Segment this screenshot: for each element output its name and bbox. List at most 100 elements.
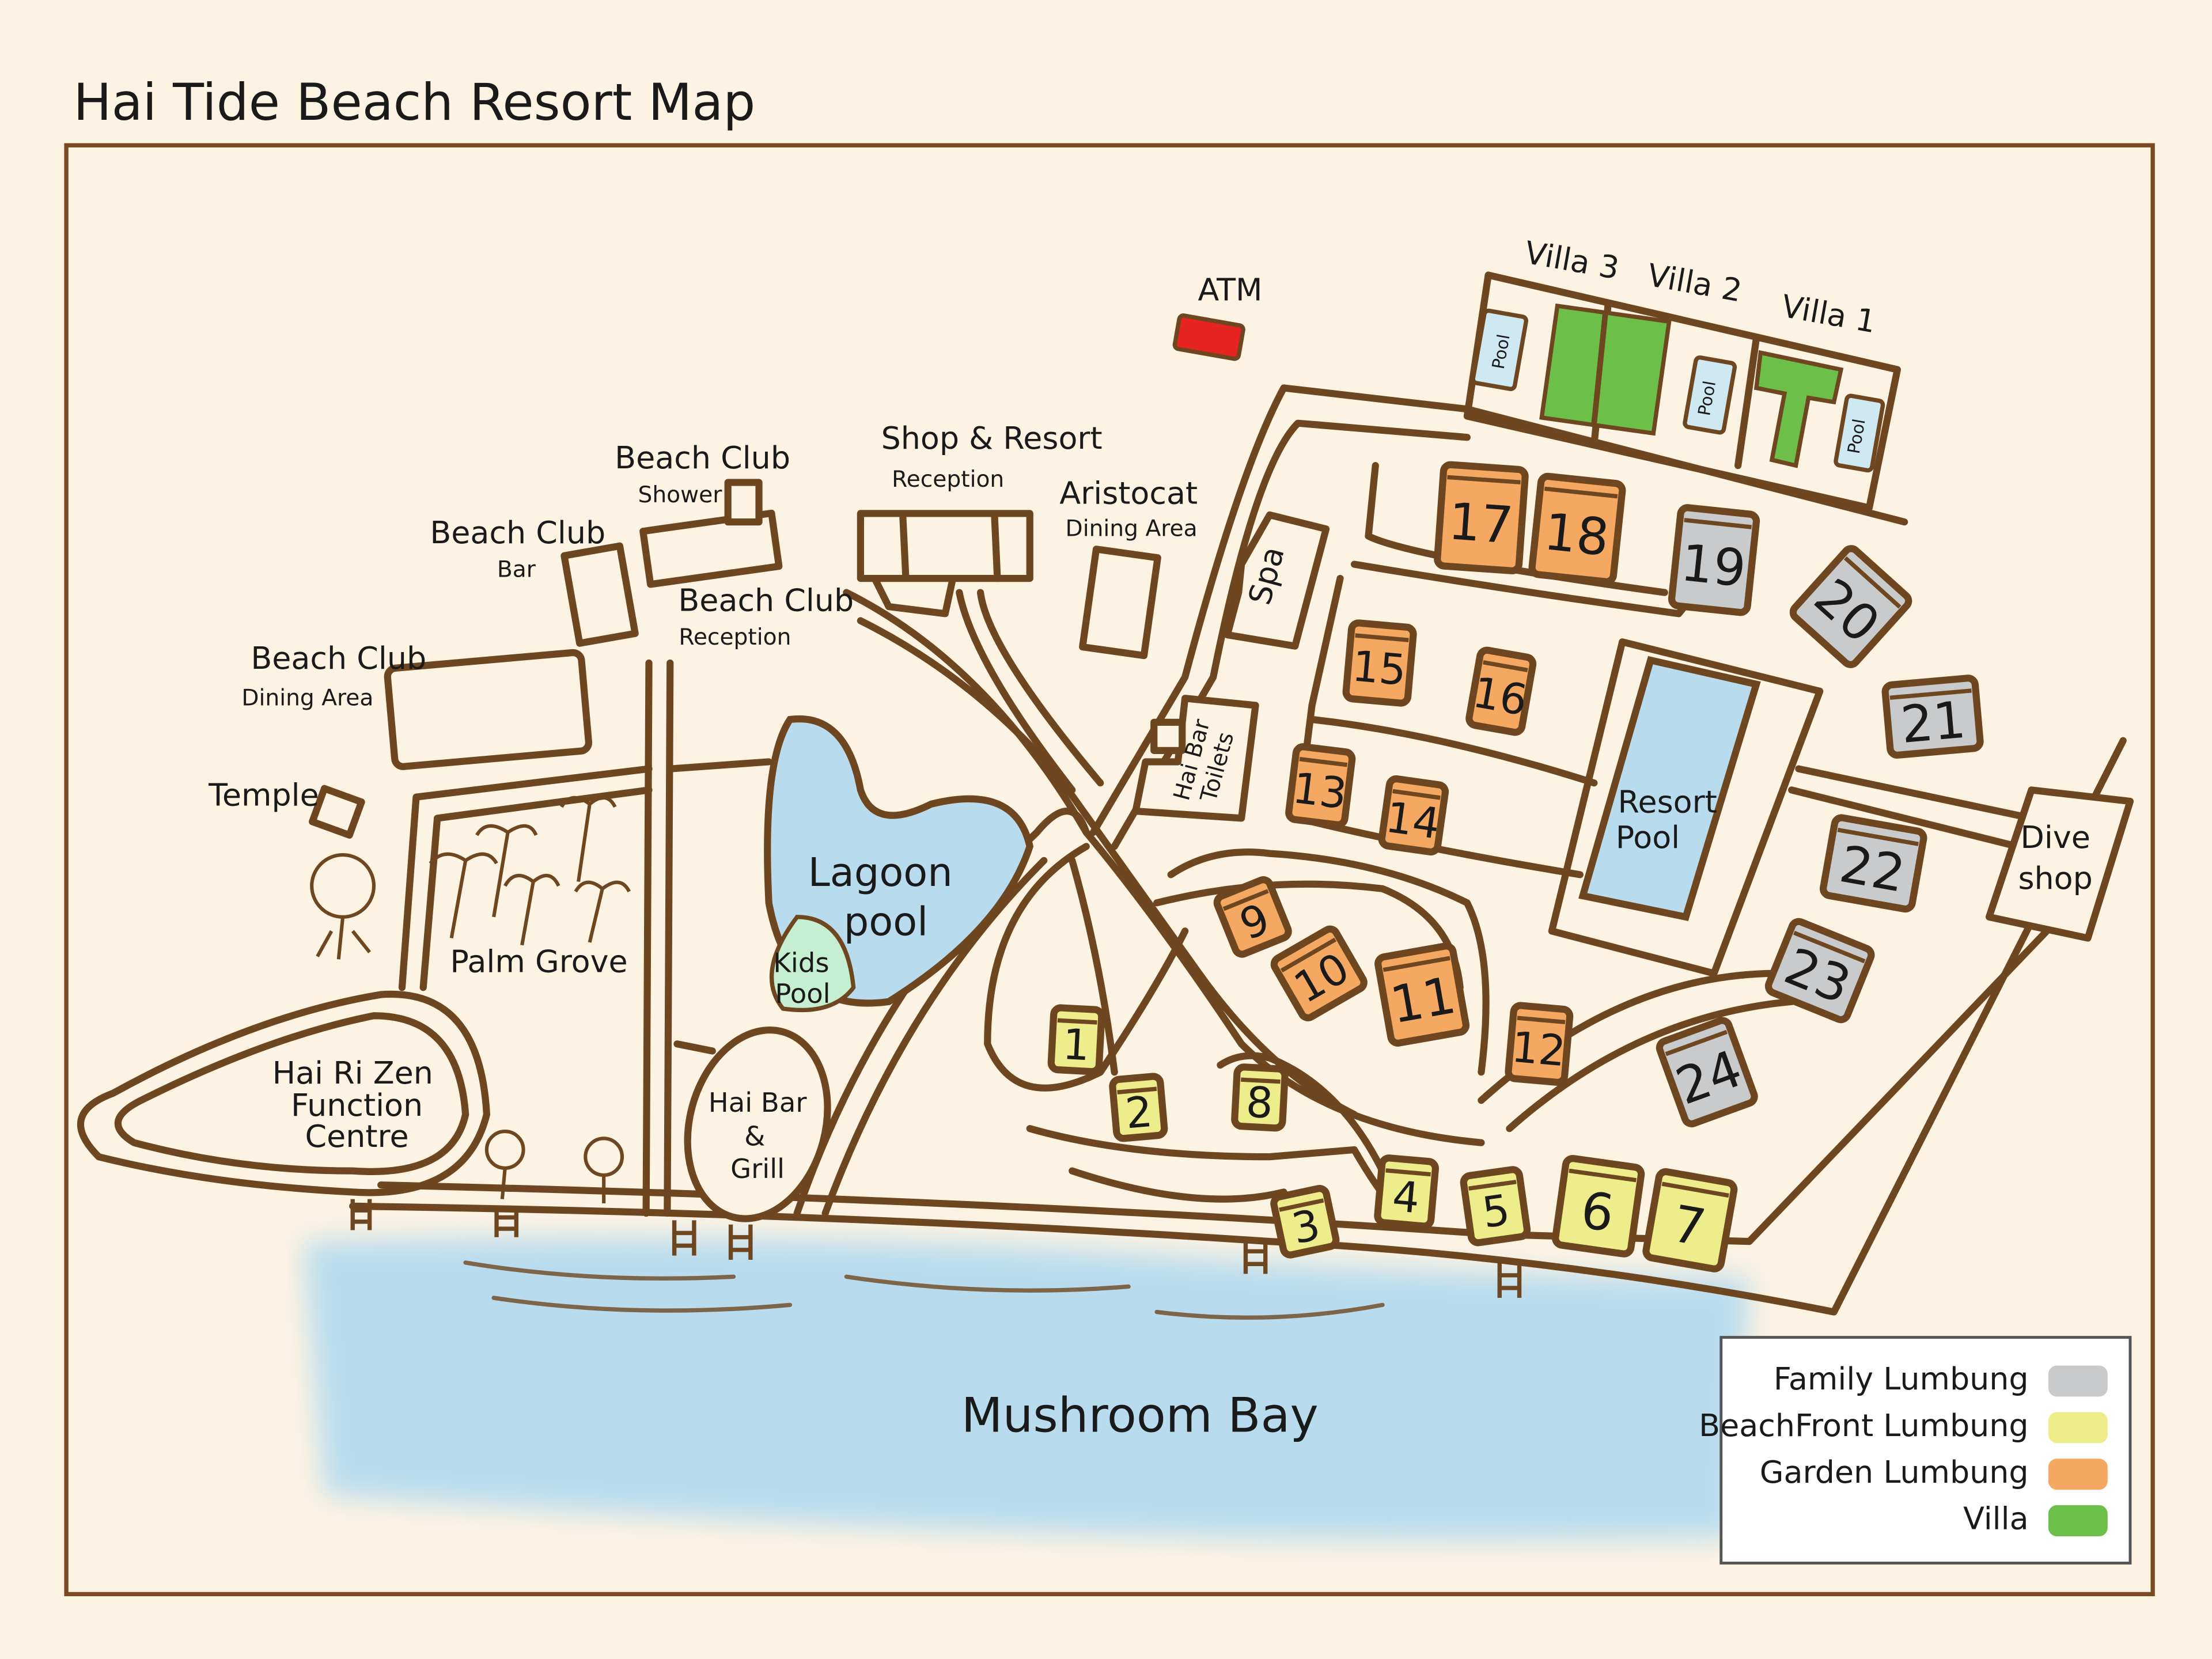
tree-icon bbox=[310, 853, 376, 960]
lumbung-13[interactable]: 13 bbox=[1285, 743, 1356, 828]
lumbung-shape bbox=[1505, 1002, 1574, 1086]
lumbung-number: 14 bbox=[1382, 793, 1442, 849]
lumbung-number: 4 bbox=[1391, 1172, 1422, 1224]
lumbung-17[interactable]: 17 bbox=[1434, 461, 1529, 574]
dive-shop[interactable] bbox=[1985, 786, 2134, 942]
dive-shop-path bbox=[1788, 765, 2035, 850]
lumbung-shape bbox=[1434, 461, 1529, 574]
lumbung-number: 1 bbox=[1061, 1020, 1090, 1070]
lumbung-roof-line bbox=[1843, 556, 1902, 609]
lumbung-roof-line bbox=[1569, 1168, 1637, 1183]
sea bbox=[303, 1237, 1749, 1541]
lumbung-20[interactable]: 20 bbox=[1789, 545, 1912, 668]
lumbung-3[interactable]: 3 bbox=[1270, 1184, 1340, 1259]
lumbung-shape bbox=[1642, 1168, 1738, 1272]
lumbung-21[interactable]: 21 bbox=[1881, 675, 1984, 759]
label-lagoon-2: pool bbox=[844, 899, 928, 945]
water-label-mushroom-bay: Mushroom Bay bbox=[961, 1388, 1319, 1444]
legend-swatch-villa bbox=[2048, 1505, 2108, 1536]
villa1-pool bbox=[1834, 393, 1885, 473]
lumbung-22[interactable]: 22 bbox=[1819, 814, 1927, 913]
villa-1[interactable] bbox=[1753, 350, 1844, 468]
tree-icons bbox=[310, 796, 631, 1203]
lumbung-6[interactable]: 6 bbox=[1552, 1154, 1645, 1257]
shop-resort-reception[interactable] bbox=[857, 510, 1033, 582]
lumbung-number: 2 bbox=[1123, 1088, 1154, 1139]
atm[interactable] bbox=[1172, 313, 1245, 361]
lumbung-roof-line bbox=[1392, 789, 1441, 800]
lumbung-number: 15 bbox=[1350, 642, 1408, 695]
lumbung-number: 22 bbox=[1835, 834, 1909, 904]
label-bc-bar-sub: Bar bbox=[497, 557, 536, 583]
lumbung-roof-line bbox=[1837, 828, 1919, 846]
lumbung-9[interactable]: 9 bbox=[1213, 876, 1292, 958]
beach-access-steps bbox=[350, 1199, 1522, 1298]
label-kids-2: Pool bbox=[775, 978, 830, 1009]
legend-swatch-family bbox=[2048, 1365, 2108, 1397]
legend-swatch-garden bbox=[2048, 1459, 2108, 1490]
lumbung-7[interactable]: 7 bbox=[1642, 1168, 1738, 1272]
label-aristocat-sub: Dining Area bbox=[1066, 516, 1198, 542]
label-resort-pool-1: Resort bbox=[1618, 784, 1717, 820]
lumbung-shape bbox=[1270, 1184, 1340, 1259]
lumbung-18[interactable]: 18 bbox=[1528, 472, 1626, 585]
wave-lines bbox=[463, 1260, 1385, 1320]
lumbung-roof-line bbox=[1117, 1086, 1157, 1094]
lumbung-roof-line bbox=[1661, 1181, 1729, 1198]
label-bc-shower-title: Beach Club bbox=[615, 440, 790, 476]
legend-label-garden: Garden Lumbung bbox=[1760, 1454, 2029, 1490]
lumbung-shape bbox=[1764, 918, 1875, 1024]
lumbung-1[interactable]: 1 bbox=[1047, 1004, 1105, 1075]
temple[interactable] bbox=[309, 785, 365, 839]
lumbung-shape bbox=[1552, 1154, 1645, 1257]
label-function-centre-1: Hai Ri Zen bbox=[272, 1055, 433, 1091]
villa3-pool bbox=[1471, 308, 1529, 391]
lumbung-4[interactable]: 4 bbox=[1374, 1154, 1439, 1230]
lumbung-roof-line bbox=[1279, 1198, 1324, 1212]
lumbung-14[interactable]: 14 bbox=[1378, 775, 1449, 856]
label-shop-sub: Reception bbox=[892, 467, 1004, 493]
legend-label-villa: Villa bbox=[1963, 1501, 2029, 1537]
lumbung-roof-line bbox=[1382, 956, 1450, 972]
kids-pool[interactable] bbox=[770, 915, 856, 1013]
beach-club-shower[interactable] bbox=[639, 509, 783, 588]
hai-bar-grill[interactable] bbox=[667, 1014, 847, 1235]
lumbung-shape bbox=[1465, 646, 1537, 736]
lumbung-12[interactable]: 12 bbox=[1505, 1002, 1574, 1086]
lumbung-24[interactable]: 24 bbox=[1656, 1017, 1758, 1128]
resort-pool-deck bbox=[1548, 638, 1824, 977]
label-bc-reception-sub: Reception bbox=[679, 624, 791, 650]
lumbung-roof-line bbox=[1483, 660, 1528, 673]
palm-tree-icon bbox=[560, 796, 617, 882]
lumbung-roof-line bbox=[1544, 486, 1618, 499]
resort-pool[interactable] bbox=[1578, 656, 1761, 921]
lumbung-10[interactable]: 10 bbox=[1270, 925, 1368, 1021]
villa-3[interactable] bbox=[1539, 303, 1672, 436]
lumbung-2[interactable]: 2 bbox=[1109, 1073, 1168, 1142]
lumbung-19[interactable]: 19 bbox=[1668, 504, 1760, 616]
lumbung-5[interactable]: 5 bbox=[1460, 1166, 1531, 1247]
lumbung-16[interactable]: 16 bbox=[1465, 646, 1537, 736]
aristocat-dining-area[interactable] bbox=[1079, 546, 1161, 660]
lumbung-11[interactable]: 11 bbox=[1374, 942, 1470, 1047]
lumbung-shape bbox=[1374, 942, 1470, 1047]
path-to-8 bbox=[1217, 1052, 1387, 1175]
label-dive-1: Dive bbox=[2020, 819, 2090, 855]
label-temple: Temple bbox=[208, 777, 319, 813]
spa[interactable] bbox=[1224, 511, 1330, 650]
legend-label-beachfront: BeachFront Lumbung bbox=[1699, 1407, 2029, 1444]
label-dive-2: shop bbox=[2018, 860, 2092, 896]
hai-bar-toilets[interactable] bbox=[1132, 695, 1259, 822]
lumbung-roof-line bbox=[1665, 1029, 1728, 1056]
beach-club-bar[interactable] bbox=[560, 542, 639, 647]
lumbung-shape bbox=[1270, 925, 1368, 1021]
lumbung-number: 5 bbox=[1479, 1185, 1513, 1238]
north-road bbox=[1089, 384, 1908, 850]
lumbung-8[interactable]: 8 bbox=[1231, 1063, 1289, 1132]
inner-coast-path bbox=[377, 899, 2078, 1245]
lumbung-15[interactable]: 15 bbox=[1342, 619, 1417, 707]
lumbung-23[interactable]: 23 bbox=[1764, 918, 1875, 1024]
beach-club-dining-area[interactable] bbox=[384, 649, 593, 770]
label-bc-dining-title: Beach Club bbox=[251, 640, 426, 676]
